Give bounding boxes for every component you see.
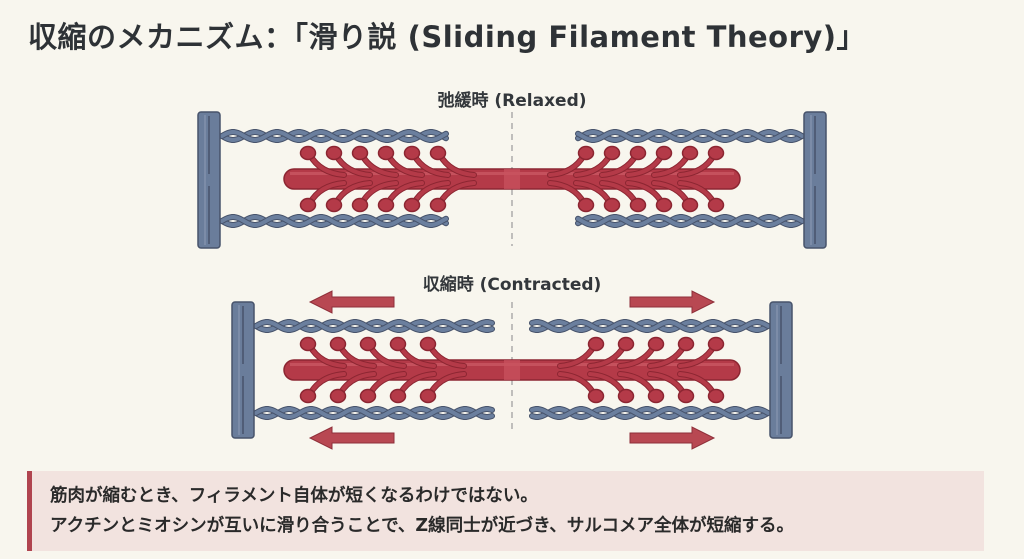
actin-strand [254,407,494,419]
myosin-head [707,388,725,404]
z-disc [769,301,793,439]
myosin-head [389,336,407,352]
myosin-head [577,145,595,161]
sliding-arrow [629,426,716,450]
actin-filament [529,406,771,420]
myosin-head [329,336,347,352]
actin-strand [576,215,804,227]
actin-filament [219,214,449,228]
contracted-sarcomere [231,290,793,450]
z-disc [197,111,221,249]
myosin-head [429,197,447,213]
myosin-head [403,145,421,161]
myosin-head [617,388,635,404]
myosin-head [325,145,343,161]
actin-filament [253,319,495,333]
myosin-head [681,197,699,213]
myosin-head [329,388,347,404]
z-disc [803,111,827,249]
sliding-arrow [308,426,395,450]
myosin-head [707,336,725,352]
myosin-head [629,197,647,213]
actin-strand [530,320,770,332]
myosin-head [587,336,605,352]
myosin-head [707,197,725,213]
z-disc [231,301,255,439]
myosin-head [351,145,369,161]
myosin-head [681,145,699,161]
z-disc-body [803,111,827,249]
myosin-head [299,388,317,404]
myosin-head [377,145,395,161]
explanation-line-2: アクチンとミオシンが互いに滑り合うことで、Z線同士が近づき、サルコメア全体が短縮… [50,516,795,536]
myosin-head [707,145,725,161]
contracted-label: 収縮時 (Contracted) [422,275,602,295]
myosin-head [299,145,317,161]
actin-strand [220,215,448,227]
actin-strand [220,130,448,142]
actin-filament [219,129,449,143]
explanation-box: 筋肉が縮むとき、フィラメント自体が短くなるわけではない。 アクチンとミオシンが互… [27,471,984,551]
myosin-head [603,197,621,213]
m-line-band [504,169,520,189]
myosin-head [359,388,377,404]
myosin-head [403,197,421,213]
relaxed-sarcomere [197,111,827,249]
myosin-head [677,388,695,404]
myosin-head [677,336,695,352]
actin-strand [576,130,804,142]
myosin-head [419,336,437,352]
myosin-head [587,388,605,404]
actin-strand [254,320,494,332]
myosin-filament [283,336,741,404]
z-disc-body [769,301,793,439]
myosin-head [577,197,595,213]
myosin-head [299,197,317,213]
z-disc-body [197,111,221,249]
myosin-head [603,145,621,161]
actin-strand [530,407,770,419]
myosin-head [359,336,377,352]
actin-filament [529,319,771,333]
myosin-head [299,336,317,352]
actin-filament [253,406,495,420]
sarcomere-diagram [197,111,827,450]
myosin-head [429,145,447,161]
myosin-head [647,336,665,352]
m-line-band [504,360,520,380]
explanation-line-1: 筋肉が縮むとき、フィラメント自体が短くなるわけではない。 [50,486,538,506]
myosin-head [647,388,665,404]
relaxed-label: 弛緩時 (Relaxed) [437,91,587,111]
myosin-head [377,197,395,213]
myosin-head [389,388,407,404]
actin-filament [575,129,805,143]
z-disc-body [231,301,255,439]
myosin-head [655,145,673,161]
myosin-head [325,197,343,213]
myosin-head [655,197,673,213]
myosin-head [629,145,647,161]
myosin-head [351,197,369,213]
myosin-head [419,388,437,404]
actin-filament [575,214,805,228]
sliding-arrow [629,290,716,314]
page-title: 収縮のメカニズム：「滑り説 (Sliding Filament Theory)」 [28,20,867,54]
myosin-filament [283,145,741,213]
myosin-head [617,336,635,352]
sliding-arrow [308,290,395,314]
